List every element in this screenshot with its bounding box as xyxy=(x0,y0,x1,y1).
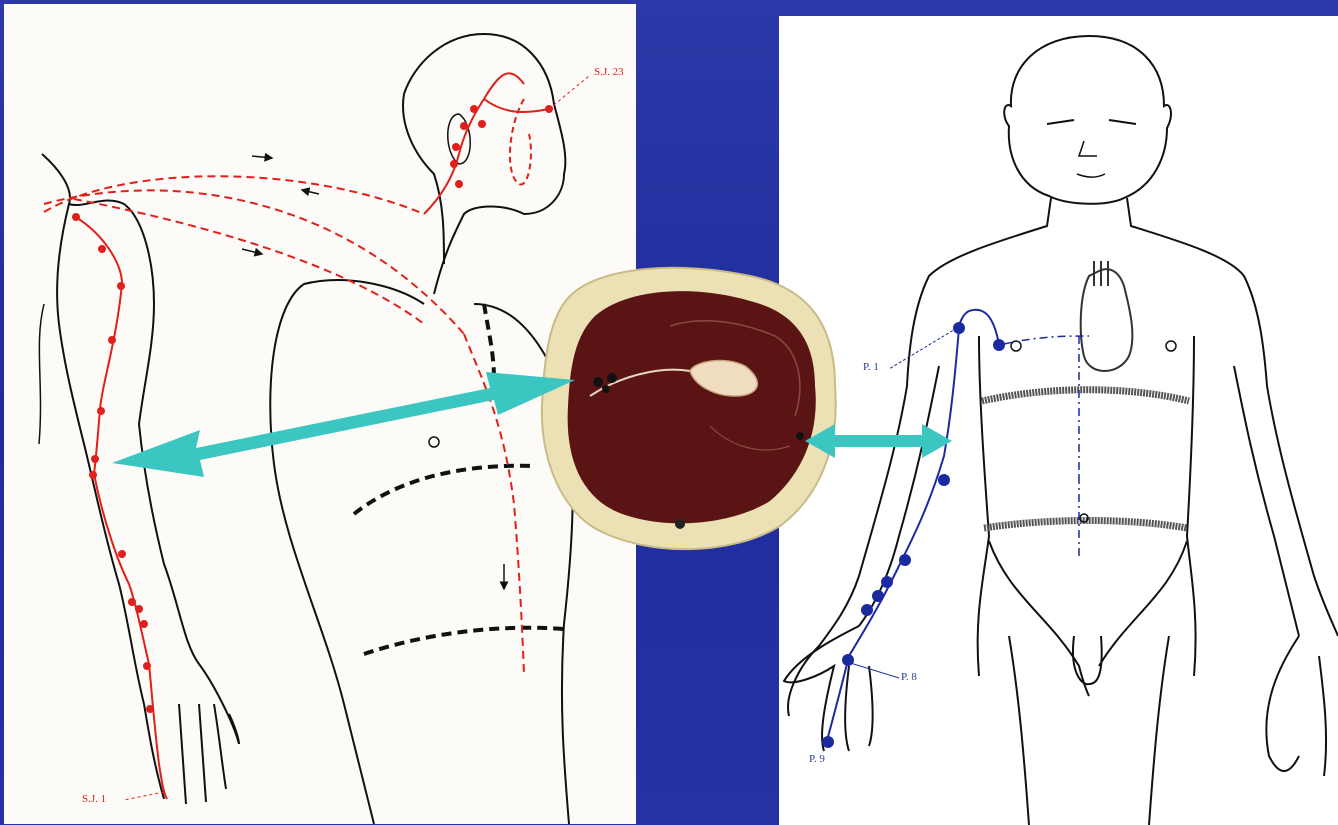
label-p1: P. 1 xyxy=(863,362,879,373)
cross-section-drawing xyxy=(530,256,850,556)
label-p9: P. 9 xyxy=(809,754,825,765)
right-figure-drawing xyxy=(779,16,1338,825)
label-p8: P. 8 xyxy=(901,672,917,683)
label-sj23: S.J. 23 xyxy=(594,67,624,78)
pericardium-meridian-illustration: P. 1 P. 8 P. 9 xyxy=(779,16,1338,825)
label-sj1: S.J. 1 xyxy=(82,794,106,805)
arm-cross-section-photo xyxy=(530,256,850,556)
